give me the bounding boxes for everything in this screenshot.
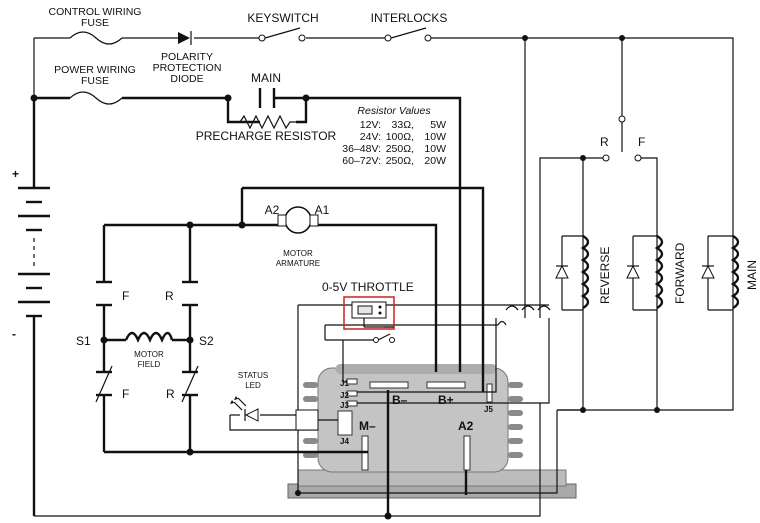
resistor-row-ohms: 100Ω, [386, 131, 414, 143]
throttle-icon [343, 296, 395, 330]
main-contact-icon [258, 88, 276, 108]
b-minus-terminal [369, 381, 409, 389]
a2-terminal [463, 435, 471, 471]
m-minus-label: M– [359, 419, 376, 433]
b-plus-terminal [426, 381, 466, 389]
battery-minus-label: - [12, 327, 16, 341]
field-label-2: FIELD [138, 360, 161, 369]
resistor-values-table: Resistor Values 12V: 33Ω, 5W 24V: 100Ω, … [342, 105, 446, 167]
f-top-contact-icon [96, 280, 112, 307]
r-top-label: R [165, 289, 174, 303]
a2-controller-label: A2 [458, 419, 474, 433]
control-wiring [33, 37, 734, 517]
forward-coil-icon [626, 234, 664, 311]
a2-motor-label: A2 [265, 203, 280, 217]
j1-label: J1 [340, 379, 349, 388]
b-plus-label: B+ [438, 393, 454, 407]
motor-controller: J1 J2 J3 J4 J5 B– B+ M– A2 [287, 364, 577, 499]
reverse-label: REVERSE [598, 247, 612, 304]
field-label-1: MOTOR [134, 350, 164, 359]
power-fuse-label-2: FUSE [81, 75, 109, 87]
resistor-row-watts: 10W [424, 143, 446, 155]
j5-label: J5 [484, 405, 493, 414]
resistor-row-watts: 20W [424, 155, 446, 167]
diode-label-2: PROTECTION [153, 62, 222, 74]
motor-armature-icon [277, 206, 319, 234]
resistor-row-ohms: 250Ω, [386, 155, 414, 167]
resistor-row-watts: 10W [424, 131, 446, 143]
resistor-table-title: Resistor Values [357, 105, 431, 117]
r-bottom-label: R [166, 387, 175, 401]
r-contact-label: R [600, 135, 609, 149]
a1-motor-label: A1 [315, 203, 330, 217]
r-bottom-contact-icon [181, 365, 199, 403]
f-top-label: F [122, 289, 129, 303]
resistor-row-voltage: 36–48V: [342, 143, 381, 155]
precharge-resistor-icon [228, 114, 306, 130]
f-bottom-contact-icon [95, 365, 113, 403]
junction-dots [30, 35, 660, 520]
main-coil-icon [701, 234, 740, 311]
resistor-row-voltage: 12V: [360, 119, 381, 131]
diode-icon [178, 31, 192, 45]
status-led-icon [230, 396, 259, 422]
forward-label: FORWARD [673, 242, 687, 304]
control-fuse-label-2: FUSE [81, 17, 109, 29]
resistor-row-watts: 5W [430, 119, 446, 131]
j4-connector [337, 410, 353, 436]
power-fuse-label-1: POWER WIRING [54, 64, 136, 76]
main-coil-label: MAIN [745, 260, 759, 290]
status-led-label-2: LED [245, 381, 261, 390]
diode-label-3: DIODE [170, 73, 203, 85]
j3-label: J3 [340, 401, 349, 410]
j5-pin [486, 383, 493, 403]
battery-plus-label: + [12, 167, 19, 181]
rf-switch-icon [602, 115, 642, 162]
j4-label: J4 [340, 437, 349, 446]
throttle-label: 0-5V THROTTLE [322, 280, 414, 294]
keyswitch-label: KEYSWITCH [247, 11, 318, 25]
armature-label-2: ARMATURE [276, 259, 320, 268]
motor-field-icon [124, 331, 174, 344]
throttle-switch-icon [345, 333, 395, 343]
control-fuse-label-1: CONTROL WIRING [49, 6, 142, 18]
power-fuse-icon [69, 91, 123, 105]
s2-label: S2 [199, 334, 214, 348]
resistor-row-ohms: 250Ω, [386, 143, 414, 155]
j2-pin [346, 390, 358, 397]
control-fuse-icon [69, 31, 123, 45]
armature-label-1: MOTOR [283, 249, 313, 258]
status-led-label-1: STATUS [238, 371, 268, 380]
resistor-row-voltage: 60–72V: [342, 155, 381, 167]
precharge-label: PRECHARGE RESISTOR [196, 129, 337, 143]
resistor-row-voltage: 24V: [360, 131, 381, 143]
f-contact-label: F [638, 135, 645, 149]
r-top-contact-icon [182, 280, 198, 307]
f-bottom-label: F [122, 387, 129, 401]
interlocks-label: INTERLOCKS [371, 11, 448, 25]
main-contact-label: MAIN [251, 71, 281, 85]
keyswitch-icon [258, 27, 306, 42]
battery-icon [18, 175, 50, 345]
resistor-row-ohms: 33Ω, [392, 119, 414, 131]
reverse-coil-icon [555, 234, 590, 311]
interlocks-icon [384, 27, 432, 42]
s1-label: S1 [76, 334, 91, 348]
b-minus-label: B– [392, 393, 408, 407]
diode-label-1: POLARITY [161, 51, 213, 63]
j2-label: J2 [340, 391, 349, 400]
